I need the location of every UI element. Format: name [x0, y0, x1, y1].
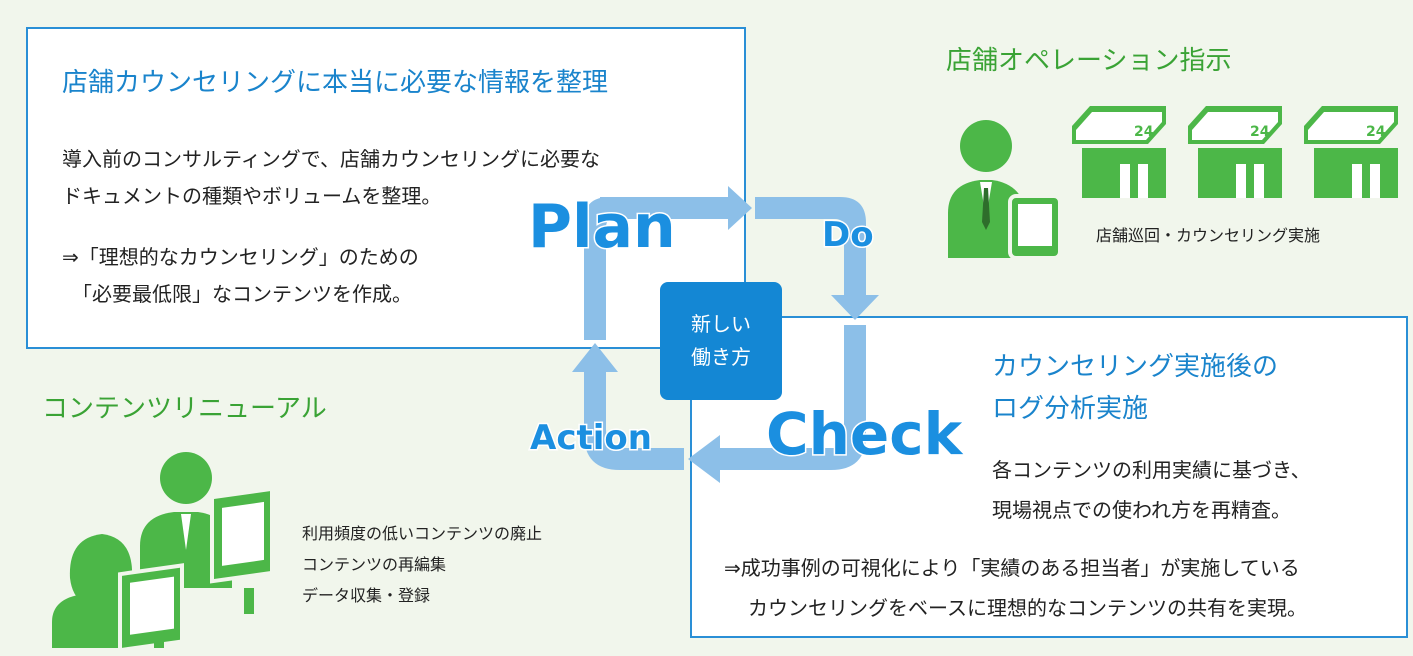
center-line2: 働き方	[691, 345, 751, 369]
action-item-3: データ収集・登録	[302, 586, 431, 605]
center-line1: 新しい	[691, 312, 751, 336]
check-text-line1: 各コンテンツの利用実績に基づき、	[992, 458, 1311, 482]
check-text-line3: ⇒成功事例の可視化により「実績のある担当者」が実施している	[724, 556, 1300, 580]
cycle-do-label: Do	[821, 214, 876, 257]
action-item-1: 利用頻度の低いコンテンツの廃止	[302, 524, 543, 543]
cycle-check-label: Check	[764, 399, 963, 470]
staff-tablet-icon	[948, 120, 1062, 258]
do-title: 店舗オペレーション指示	[946, 46, 1232, 76]
store-number-3: 24	[1366, 124, 1386, 140]
center-new-workstyle: 新しい 働き方	[660, 282, 782, 400]
plan-text-line3: ⇒「理想的なカウンセリング」のための	[62, 245, 419, 269]
cycle-plan-label: Plan	[527, 191, 678, 264]
check-title-line1: カウンセリング実施後の	[992, 352, 1279, 382]
store-number-2: 24	[1250, 124, 1270, 140]
plan-title: 店舗カウンセリングに本当に必要な情報を整理	[62, 68, 609, 98]
plan-text-line1: 導入前のコンサルティングで、店舗カウンセリングに必要な	[62, 147, 600, 171]
plan-panel: 店舗カウンセリングに本当に必要な情報を整理 導入前のコンサルティングで、店舗カウ…	[26, 27, 746, 349]
cycle-action-label: Action	[529, 417, 654, 460]
action-item-2: コンテンツの再編集	[302, 555, 447, 574]
check-title-line2: ログ分析実施	[992, 394, 1149, 424]
plan-text-line2: ドキュメントの種類やボリュームを整理。	[62, 184, 442, 208]
store-icon-3: 24	[1304, 106, 1398, 198]
plan-text-line4: 「必要最低限」なコンテンツを作成。	[72, 282, 412, 306]
store-icon-1: 24	[1072, 106, 1166, 198]
store-number-1: 24	[1134, 124, 1154, 140]
action-title: コンテンツリニューアル	[42, 394, 327, 424]
staff-computers-icon	[52, 452, 274, 648]
check-text-line2: 現場視点での使われ方を再精査。	[992, 498, 1291, 522]
check-text-line4: カウンセリングをベースに理想的なコンテンツの共有を実現。	[748, 596, 1307, 620]
check-panel: カウンセリング実施後の ログ分析実施 各コンテンツの利用実績に基づき、 現場視点…	[690, 316, 1408, 638]
do-caption: 店舗巡回・カウンセリング実施	[1096, 226, 1321, 245]
store-icon-2: 24	[1188, 106, 1282, 198]
